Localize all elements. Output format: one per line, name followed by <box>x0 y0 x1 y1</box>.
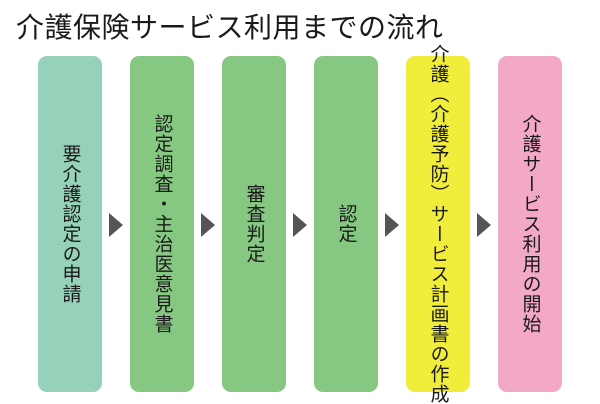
step-3-label: 審査判定 <box>243 184 266 264</box>
arrow-2-icon <box>201 213 215 237</box>
step-4-label: 認定 <box>335 204 358 244</box>
page-title: 介護保険サービス利用までの流れ <box>16 11 444 44</box>
flow-diagram: 要介護認定の申請 認定調査・主治医意見書 審査判定 認定 介護（介護予防）サービ… <box>38 44 564 404</box>
step-5-label: 介護（介護予防）サービス計画書の作成 <box>427 44 450 404</box>
step-6: 介護サービス利用の開始 <box>498 56 562 392</box>
step-2: 認定調査・主治医意見書 <box>130 56 194 392</box>
step-4: 認定 <box>314 56 378 392</box>
step-1: 要介護認定の申請 <box>38 56 102 392</box>
step-5: 介護（介護予防）サービス計画書の作成 <box>406 44 470 404</box>
arrow-5-icon <box>477 213 491 237</box>
step-2-label: 認定調査・主治医意見書 <box>151 114 174 334</box>
arrow-3-icon <box>293 213 307 237</box>
arrow-4-icon <box>385 213 399 237</box>
step-1-label: 要介護認定の申請 <box>59 144 82 304</box>
arrow-1-icon <box>109 213 123 237</box>
step-6-label: 介護サービス利用の開始 <box>519 114 542 334</box>
step-3: 審査判定 <box>222 56 286 392</box>
